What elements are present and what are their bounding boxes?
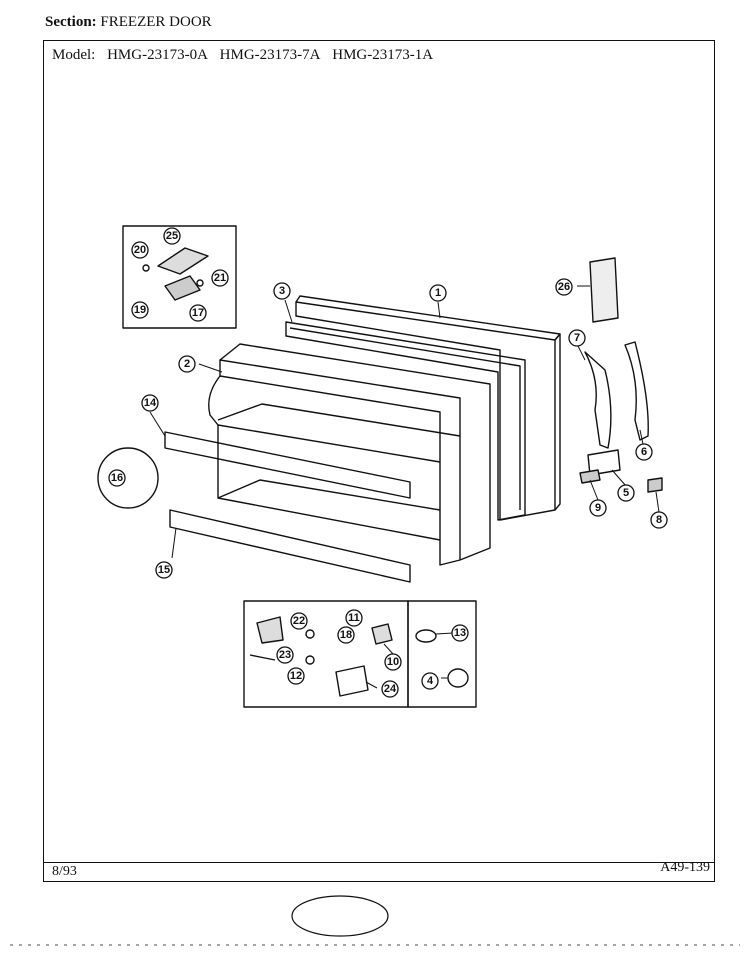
part-door-gasket-inner bbox=[289, 327, 521, 510]
callout-circle bbox=[421, 672, 439, 690]
footer-code: A49-139 bbox=[660, 860, 710, 875]
callout-circle bbox=[155, 561, 173, 579]
part-handle-pad bbox=[647, 477, 663, 493]
callout-circle bbox=[451, 624, 469, 642]
callout-circle bbox=[273, 282, 291, 300]
part-washer bbox=[196, 279, 204, 287]
part-outer-door-top-edge bbox=[295, 295, 561, 341]
part-inner-liner-lower-shelf bbox=[217, 479, 441, 511]
model-number: HMG-23173-0A bbox=[107, 47, 208, 63]
part-spacer bbox=[305, 655, 315, 665]
callout-label: 5 bbox=[623, 487, 629, 499]
callout-label: 22 bbox=[293, 615, 305, 627]
callout-label: 6 bbox=[641, 446, 647, 458]
part-handle-screw-plate bbox=[579, 469, 601, 484]
callout-circle bbox=[635, 443, 653, 461]
part-handle-bracket bbox=[587, 449, 621, 476]
callout-circle bbox=[337, 626, 355, 644]
part-hinge-plate bbox=[164, 275, 201, 301]
callout-label: 13 bbox=[454, 627, 466, 639]
part-hinge-bracket bbox=[256, 616, 284, 644]
part-handle-right bbox=[624, 341, 649, 441]
part-hinge-cover bbox=[157, 247, 209, 275]
callout-label: 23 bbox=[279, 649, 291, 661]
callout-circle bbox=[650, 511, 668, 529]
callout-circle bbox=[108, 469, 126, 487]
callout-label: 11 bbox=[348, 612, 360, 624]
section-value: FREEZER DOOR bbox=[100, 14, 212, 30]
callout-label: 2 bbox=[184, 358, 190, 370]
part-hinge-pin bbox=[249, 654, 276, 661]
callout-label: 21 bbox=[214, 272, 226, 284]
part-outer-door-panel bbox=[295, 301, 556, 521]
callout-circle bbox=[163, 227, 181, 245]
callout-circle bbox=[276, 646, 294, 664]
part-door-stop-small bbox=[415, 629, 437, 643]
model-number: HMG-23173-7A bbox=[219, 47, 321, 63]
diagram-frame bbox=[43, 40, 715, 882]
part-door-gasket bbox=[285, 321, 526, 521]
callout-label: 8 bbox=[656, 514, 662, 526]
inset-box-hinge-cover bbox=[122, 225, 237, 329]
part-inner-liner-side bbox=[208, 375, 441, 541]
part-handle-cap bbox=[589, 257, 619, 323]
part-inner-liner-back bbox=[219, 343, 491, 561]
callout-circle bbox=[617, 484, 635, 502]
part-shelf-bar-upper bbox=[164, 431, 411, 499]
callout-label: 12 bbox=[290, 670, 302, 682]
model-number: HMG-23173-1A bbox=[332, 47, 434, 63]
callout-label: 14 bbox=[144, 397, 157, 409]
callout-label: 3 bbox=[279, 285, 285, 297]
callout-label: 10 bbox=[387, 656, 399, 668]
callout-circle bbox=[429, 284, 447, 302]
callout-label: 18 bbox=[340, 629, 352, 641]
part-inner-door-liner bbox=[219, 359, 461, 566]
part-outer-door-side-edge bbox=[554, 333, 561, 511]
section-label: Section: bbox=[45, 14, 97, 30]
callout-circle bbox=[141, 394, 159, 412]
callout-circle bbox=[384, 653, 402, 671]
model-line: Model: HMG-23173-0A HMG-23173-7A HMG-231… bbox=[52, 47, 441, 64]
callout-circle bbox=[568, 329, 586, 347]
callout-circle bbox=[287, 667, 305, 685]
callout-label: 4 bbox=[427, 675, 434, 687]
callout-circle bbox=[589, 499, 607, 517]
callout-label: 7 bbox=[574, 332, 580, 344]
callout-circle bbox=[178, 355, 196, 373]
inset-circle-shelf-clip bbox=[97, 447, 159, 509]
section-header: Section: FREEZER DOOR bbox=[45, 14, 212, 31]
callout-label: 24 bbox=[384, 683, 397, 695]
footer-divider bbox=[43, 862, 715, 863]
part-bushing bbox=[305, 629, 315, 639]
callout-label: 19 bbox=[134, 304, 146, 316]
callout-label: 25 bbox=[166, 230, 178, 242]
model-label: Model: bbox=[52, 47, 96, 63]
part-door-stop-large bbox=[447, 668, 469, 688]
footer-date: 8/93 bbox=[52, 864, 77, 879]
callout-circle bbox=[290, 612, 308, 630]
callout-label: 9 bbox=[595, 502, 601, 514]
callout-label: 17 bbox=[192, 307, 204, 319]
callout-label: 15 bbox=[158, 564, 170, 576]
callout-circle bbox=[345, 609, 363, 627]
callout-circle bbox=[131, 241, 149, 259]
part-shelf-bar-lower bbox=[169, 509, 411, 583]
callout-circle bbox=[131, 301, 149, 319]
part-hinge-assembly bbox=[335, 665, 369, 697]
callout-label: 26 bbox=[558, 281, 570, 293]
callout-circle bbox=[211, 269, 229, 287]
callout-label: 20 bbox=[134, 244, 146, 256]
callout-circle bbox=[381, 680, 399, 698]
logo-oval bbox=[291, 895, 389, 937]
part-handle-left bbox=[584, 351, 612, 449]
callout-circle bbox=[189, 304, 207, 322]
callout-label: 16 bbox=[111, 472, 123, 484]
callout-circle bbox=[555, 278, 573, 296]
part-hinge-block bbox=[371, 623, 393, 645]
inset-box-door-stops bbox=[407, 600, 477, 708]
callout-label: 1 bbox=[435, 287, 441, 299]
part-inner-liner-shelf bbox=[217, 403, 461, 463]
part-screw bbox=[142, 264, 150, 272]
